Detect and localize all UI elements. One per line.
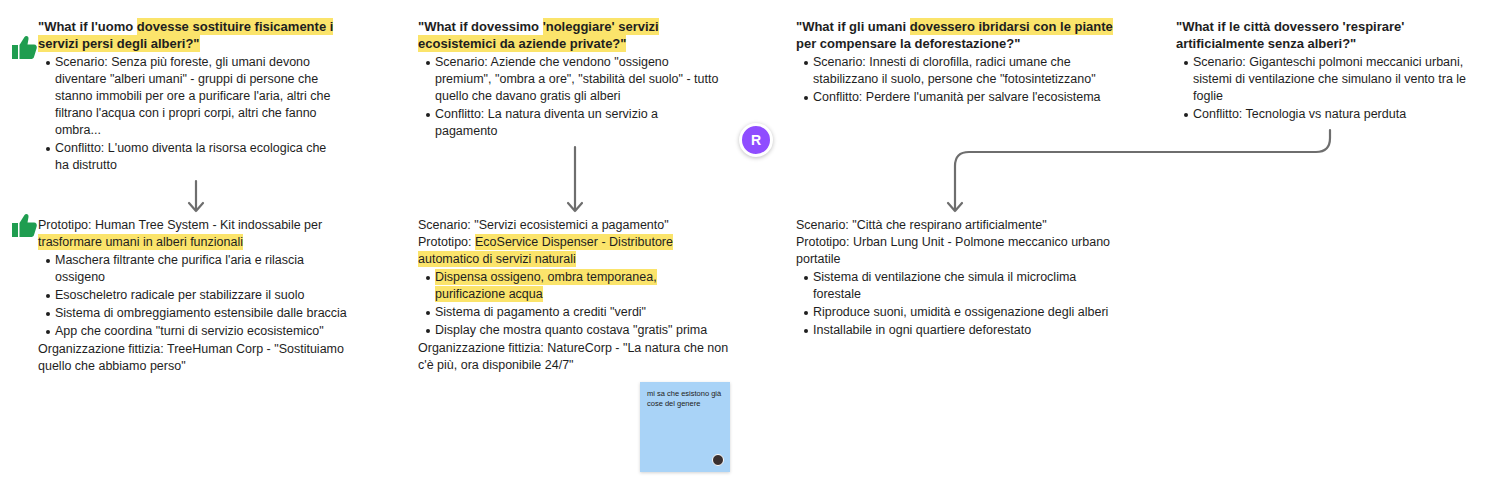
text-segment: Prototipo: Human Tree System - Kit indos… xyxy=(38,218,322,232)
text-segment: Riproduce suoni, umidità e ossigenazione… xyxy=(813,305,1108,319)
text-line: Scenario: "Servizi ecosistemici a pagame… xyxy=(418,217,730,234)
text-segment: Esoscheletro radicale per stabilizzare i… xyxy=(55,288,304,302)
flow-arrow xyxy=(189,181,203,211)
bullet-item: Riproduce suoni, umidità e ossigenazione… xyxy=(796,304,1121,321)
text-segment: "What if dovessimo xyxy=(418,19,539,34)
bullet-item: Conflitto: La natura diventa un servizio… xyxy=(418,106,723,140)
thumbs-up-icon xyxy=(12,36,37,59)
highlighted-text: trasformare umani in alberi funzionali xyxy=(38,234,243,250)
text-segment: Scenario: Aziende che vendono "ossigeno … xyxy=(435,55,718,103)
text-line: Prototipo: Urban Lung Unit - Polmone mec… xyxy=(796,234,1121,268)
bullet-item: Esoscheletro radicale per stabilizzare i… xyxy=(38,287,356,304)
idea-heading: "What if l'uomo dovesse sostituire fisic… xyxy=(38,18,343,52)
text-segment: Display che mostra quanto costava "grati… xyxy=(435,323,707,337)
text-line: Prototipo: EcoService Dispenser - Distri… xyxy=(418,234,730,268)
text-line: Scenario: "Città che respirano artificia… xyxy=(796,217,1121,234)
bullet-item: Maschera filtrante che purifica l'aria e… xyxy=(38,252,356,286)
idea-heading: "What if dovessimo 'noleggiare' servizi … xyxy=(418,18,723,52)
bullet-item: Display che mostra quanto costava "grati… xyxy=(418,322,730,339)
text-segment: mi sa che esistono già cose del genere xyxy=(647,389,721,408)
text-segment: Scenario: "Città che respirano artificia… xyxy=(796,218,1047,232)
text-segment: Sistema di pagamento a crediti "verdi" xyxy=(435,305,646,319)
flow-arrow xyxy=(568,147,582,211)
prototype-block: Scenario: "Città che respirano artificia… xyxy=(796,217,1121,340)
prototype-block: Scenario: "Servizi ecosistemici a pagame… xyxy=(418,217,730,374)
text-segment: Conflitto: Tecnologia vs natura perduta xyxy=(1193,107,1406,121)
text-segment: Conflitto: Perdere l'umanità per salvare… xyxy=(813,90,1101,104)
bullet-item: Scenario: Senza più foreste, gli umani d… xyxy=(38,54,343,139)
idea-block: "What if l'uomo dovesse sostituire fisic… xyxy=(38,18,343,175)
bullet-item: Scenario: Aziende che vendono "ossigeno … xyxy=(418,54,723,105)
prototype-block: Prototipo: Human Tree System - Kit indos… xyxy=(38,217,356,375)
thumbs-up-shape xyxy=(12,36,37,59)
text-segment: Conflitto: L'uomo diventa la risorsa eco… xyxy=(55,141,326,172)
text-line: Organizzazione fittizia: TreeHuman Corp … xyxy=(38,341,356,375)
bullet-item: Sistema di ventilazione che simula il mi… xyxy=(796,269,1121,303)
text-segment: Maschera filtrante che purifica l'aria e… xyxy=(55,253,304,284)
user-avatar: R xyxy=(739,123,773,157)
idea-block: "What if le città dovessero 'respirare' … xyxy=(1176,18,1491,124)
sticky-note: mi sa che esistono già cose del genere xyxy=(640,382,730,472)
highlighted-text: Dispensa ossigeno, ombra temporanea, pur… xyxy=(435,269,657,302)
bullet-item: App che coordina "turni di servizio ecos… xyxy=(38,323,356,340)
text-segment: Organizzazione fittizia: NatureCorp - "L… xyxy=(418,341,728,372)
text-segment: Prototipo: Urban Lung Unit - Polmone mec… xyxy=(796,235,1110,266)
text-segment: Scenario: Giganteschi polmoni meccanici … xyxy=(1193,55,1466,103)
highlighted-text: dovessero ibridarsi con le piante xyxy=(910,18,1113,35)
thumbs-up-shape xyxy=(12,214,37,237)
text-segment: Sistema di ombreggiamento estensibile da… xyxy=(55,306,347,320)
text-segment: "What if gli umani xyxy=(796,19,906,34)
bullet-item: Conflitto: L'uomo diventa la risorsa eco… xyxy=(38,140,343,174)
bullet-item: Dispensa ossigeno, ombra temporanea, pur… xyxy=(418,269,730,303)
text-segment: "What if l'uomo xyxy=(38,19,133,34)
bullet-item: Conflitto: Perdere l'umanità per salvare… xyxy=(796,89,1121,106)
text-segment: R xyxy=(751,133,761,147)
bullet-item: Installabile in ogni quartiere deforesta… xyxy=(796,322,1121,339)
idea-heading: "What if le città dovessero 'respirare' … xyxy=(1176,18,1491,52)
text-segment: Scenario: "Servizi ecosistemici a pagame… xyxy=(418,218,669,232)
author-avatar xyxy=(712,454,724,466)
text-segment: Sistema di ventilazione che simula il mi… xyxy=(813,270,1076,301)
flow-arrow xyxy=(948,130,1330,211)
text-segment: Conflitto: La natura diventa un servizio… xyxy=(435,107,658,138)
text-line: Prototipo: Human Tree System - Kit indos… xyxy=(38,217,356,251)
text-segment: App che coordina "turni di servizio ecos… xyxy=(55,324,324,338)
text-segment: Scenario: Senza più foreste, gli umani d… xyxy=(55,55,330,137)
text-line: Organizzazione fittizia: NatureCorp - "L… xyxy=(418,340,730,374)
thumbs-up-icon xyxy=(12,214,37,237)
text-segment: Organizzazione fittizia: TreeHuman Corp … xyxy=(38,342,344,373)
idea-block: "What if dovessimo 'noleggiare' servizi … xyxy=(418,18,723,141)
text-segment: Prototipo: xyxy=(418,235,472,249)
sticky-text: mi sa che esistono già cose del genere xyxy=(647,389,723,409)
text-segment: per compensare la deforestazione?" xyxy=(796,36,1020,51)
bullet-item: Conflitto: Tecnologia vs natura perduta xyxy=(1176,106,1491,123)
bullet-item: Sistema di pagamento a crediti "verdi" xyxy=(418,304,730,321)
text-segment: Scenario: Innesti di clorofilla, radici … xyxy=(813,55,1096,86)
idea-block: "What if gli umani dovessero ibridarsi c… xyxy=(796,18,1121,107)
bullet-item: Sistema di ombreggiamento estensibile da… xyxy=(38,305,356,322)
text-segment: "What if le città dovessero 'respirare' … xyxy=(1176,19,1404,51)
bullet-item: Scenario: Giganteschi polmoni meccanici … xyxy=(1176,54,1491,105)
idea-heading: "What if gli umani dovessero ibridarsi c… xyxy=(796,18,1121,52)
bullet-item: Scenario: Innesti di clorofilla, radici … xyxy=(796,54,1121,88)
text-segment: Installabile in ogni quartiere deforesta… xyxy=(813,323,1031,337)
